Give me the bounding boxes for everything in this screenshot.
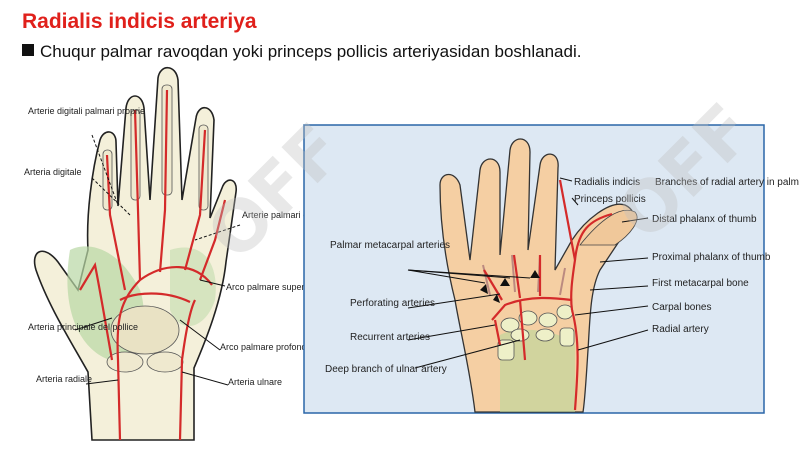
left-hand-outline (33, 66, 237, 441)
right-arteries (483, 179, 613, 411)
label-radialis-indicis: Radialis indicis (574, 177, 640, 188)
label-first-metacarpal: First metacarpal bone (652, 278, 749, 289)
label-digitales-propriae: Arterie digitali palmari proprie (28, 106, 145, 116)
label-principale-pollice: Arteria principale del pollice (28, 322, 138, 332)
page-subtitle: Chuqur palmar ravoqdan yoki princeps pol… (22, 40, 582, 64)
label-arteria-digitale: Arteria digitale (24, 167, 82, 177)
label-carpal-bones: Carpal bones (652, 302, 711, 313)
left-leader-lines (74, 134, 241, 386)
right-arrows (480, 270, 540, 303)
right-wrist-green (500, 329, 575, 412)
label-palmar-metacarpal: Palmar metacarpal arteries (330, 240, 450, 251)
label-perforating: Perforating arteries (350, 298, 435, 309)
right-figure-frame: Radialis indicis Princeps pollicis Branc… (303, 124, 799, 414)
label-recurrent: Recurrent arteries (350, 332, 430, 343)
label-arco-superficiale: Arco palmare superficiale (226, 282, 328, 292)
label-distal-phalanx: Distal phalanx of thumb (652, 214, 757, 225)
right-thumb-tip (579, 210, 638, 246)
label-deep-ulnar: Deep branch of ulnar artery (325, 364, 447, 375)
label-branches-palm: Branches of radial artery in palm (655, 177, 799, 188)
right-leader-lines (407, 177, 649, 369)
right-carpal-bones (497, 304, 575, 361)
page-title: Radialis indicis arteriya (22, 10, 257, 33)
left-hand-figure: Arterie digitali palmari proprie Arteria… (24, 66, 360, 441)
label-digitali-comuni: Arterie palmari digitali comuni (242, 210, 360, 220)
label-arco-profondo: Arco palmare profondo (220, 342, 312, 352)
label-radial-artery: Radial artery (652, 324, 709, 335)
label-arteria-ulnare: Arteria ulnare (228, 377, 282, 387)
label-princeps-pollicis: Princeps pollicis (574, 194, 646, 205)
square-bullet-icon (22, 44, 34, 56)
label-arteria-radiale: Arteria radiale (36, 374, 92, 384)
subtitle-text: Chuqur palmar ravoqdan yoki princeps pol… (40, 42, 582, 61)
left-arteries (79, 89, 227, 441)
label-proximal-phalanx: Proximal phalanx of thumb (652, 252, 771, 263)
